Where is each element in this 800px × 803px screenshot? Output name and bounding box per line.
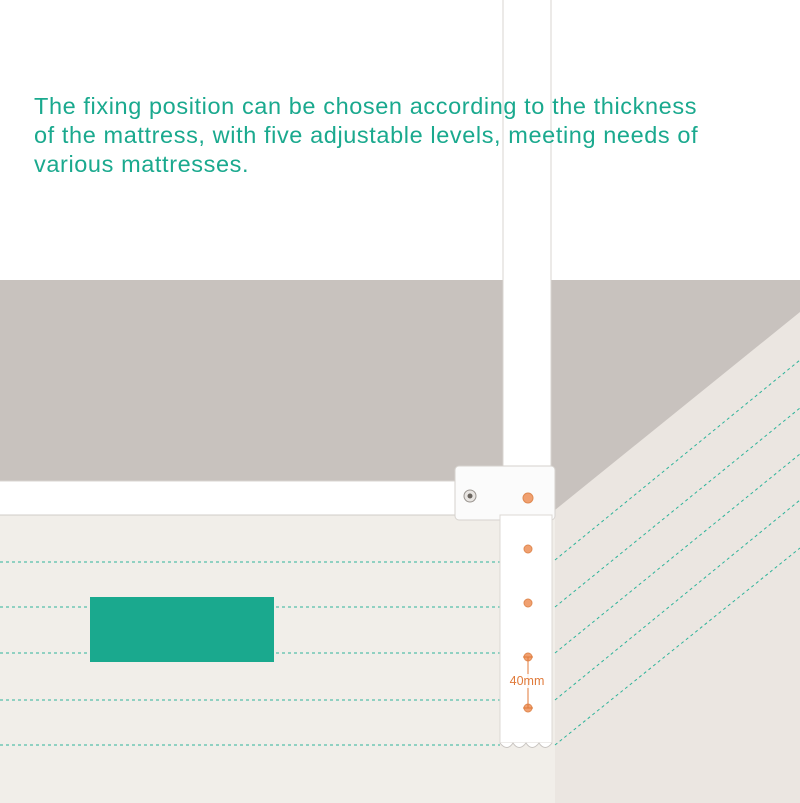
caption-line-2: of the mattress, with five adjustable le…: [34, 122, 699, 148]
adjustment-hole: [523, 598, 533, 608]
adjustment-hole: [522, 492, 534, 504]
horizontal-rail: [0, 481, 500, 515]
mattress-side: [555, 312, 800, 803]
vertical-pole: [503, 0, 551, 470]
spacing-label: 40mm: [504, 674, 550, 688]
caption-line-3: various mattresses.: [34, 151, 250, 177]
caption-line-1: The fixing position can be chosen accord…: [34, 93, 698, 119]
mattress-label-patch: [90, 597, 274, 662]
feature-caption: The fixing position can be chosen accord…: [34, 92, 774, 179]
mattress-layer-lines: [0, 561, 500, 746]
mattress-front: [0, 512, 555, 803]
mattress-side-lines: [554, 359, 800, 746]
adjustment-hole: [523, 544, 533, 554]
